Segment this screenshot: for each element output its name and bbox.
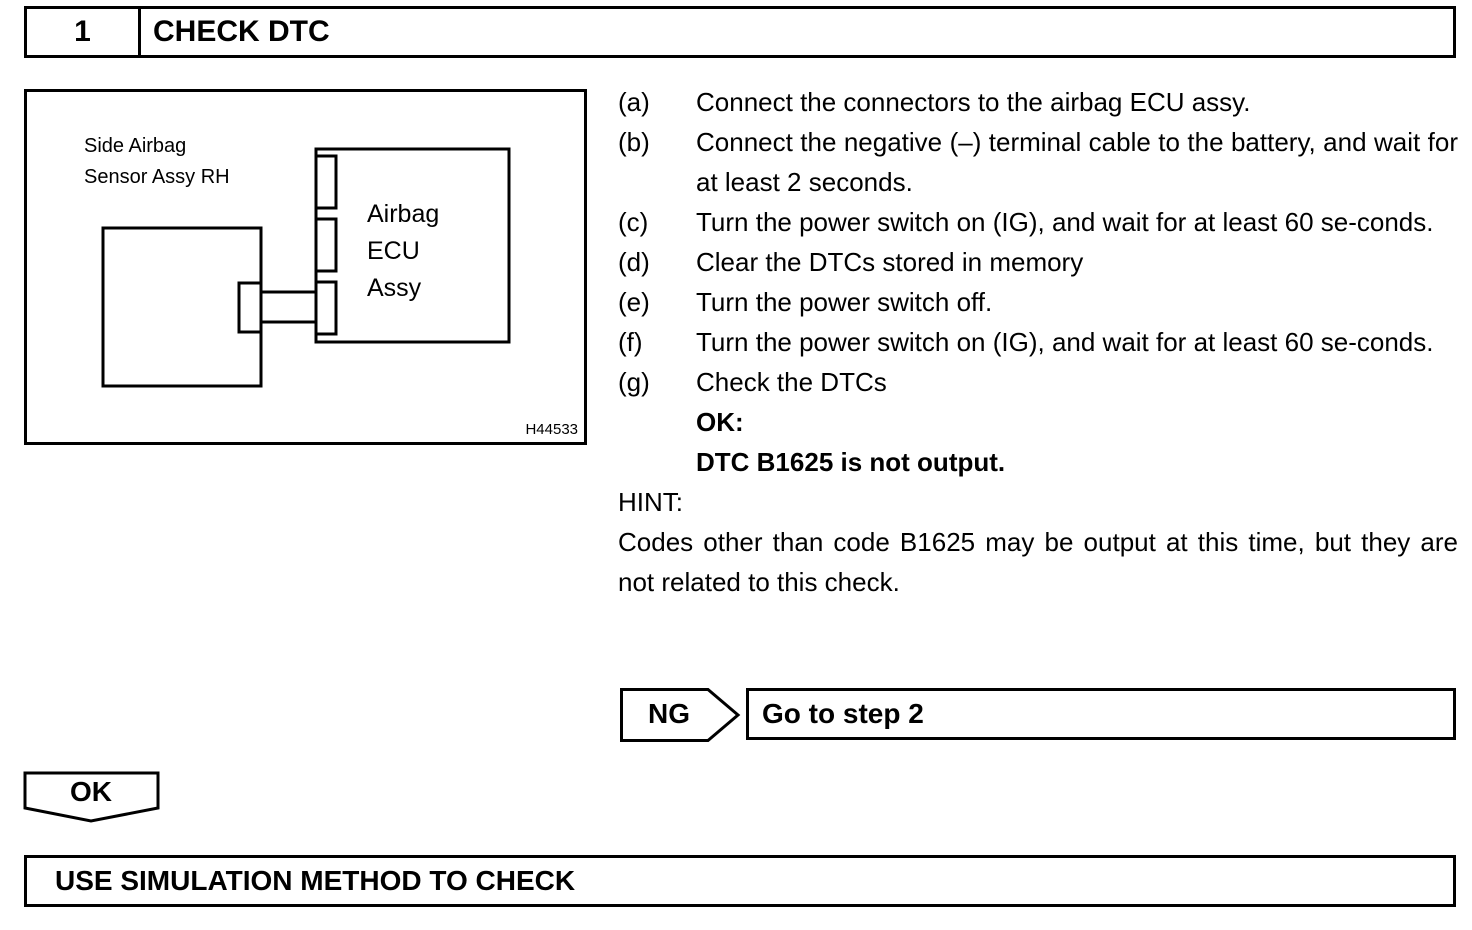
next-step-title: USE SIMULATION METHOD TO CHECK <box>55 865 576 896</box>
sensor-connector <box>237 281 263 334</box>
step-text: Clear the DTCs stored in memory <box>696 247 1084 277</box>
ecu-connector-2 <box>314 217 338 273</box>
hint-text: Codes other than code B1625 may be outpu… <box>618 527 1458 597</box>
step-label: (a) <box>618 87 650 117</box>
step-b: (b) Connect the negative (–) terminal ca… <box>618 122 1458 202</box>
ecu-label-line3: Assy <box>367 274 422 302</box>
step-header: 1 CHECK DTC <box>24 6 1456 58</box>
ng-action-box: Go to step 2 <box>746 688 1456 740</box>
step-label: (d) <box>618 247 650 277</box>
ecu-label-line1: Airbag <box>367 200 440 228</box>
ng-label: NG <box>648 698 690 729</box>
figure-code: H44533 <box>525 421 578 438</box>
step-text: Connect the connectors to the airbag ECU… <box>696 87 1251 117</box>
procedure-steps: (a) Connect the connectors to the airbag… <box>618 82 1458 602</box>
ng-action-text: Go to step 2 <box>762 698 924 729</box>
step-text: Turn the power switch on (IG), and wait … <box>696 327 1434 357</box>
step-label: (e) <box>618 287 650 317</box>
step-text: Turn the power switch off. <box>696 287 993 317</box>
step-label: (b) <box>618 127 650 157</box>
ok-criteria-text: DTC B1625 is not output. <box>696 447 1006 477</box>
hint-title: HINT: <box>618 487 683 517</box>
next-step-bar: USE SIMULATION METHOD TO CHECK <box>24 855 1456 907</box>
ecu-label-line2: ECU <box>367 237 420 265</box>
step-number: 1 <box>27 9 141 55</box>
sensor-label: Side Airbag Sensor Assy RH <box>84 131 230 193</box>
step-text: Connect the negative (–) terminal cable … <box>696 127 1458 197</box>
ng-arrow-shape <box>620 688 741 742</box>
sensor-label-line2: Sensor Assy RH <box>84 166 230 188</box>
step-a: (a) Connect the connectors to the airbag… <box>618 82 1458 122</box>
step-label: (g) <box>618 367 650 397</box>
sensor-label-line1: Side Airbag <box>84 135 187 157</box>
step-label: (c) <box>618 207 649 237</box>
connector-diagram: Side Airbag Sensor Assy RH Airbag ECU As… <box>24 89 587 445</box>
step-f: (f) Turn the power switch on (IG), and w… <box>618 322 1458 362</box>
ecu-label: Airbag ECU Assy <box>367 196 439 307</box>
step-title: CHECK DTC <box>153 15 330 48</box>
step-d: (d) Clear the DTCs stored in memory <box>618 242 1458 282</box>
ok-arrow-shape <box>23 771 160 823</box>
step-label: (f) <box>618 327 643 357</box>
sensor-box <box>101 226 263 388</box>
ecu-connector-3 <box>314 280 338 336</box>
ecu-connector-1 <box>314 154 338 210</box>
step-g: (g) Check the DTCs <box>618 362 1458 402</box>
step-text: Check the DTCs <box>696 367 887 397</box>
step-e: (e) Turn the power switch off. <box>618 282 1458 322</box>
diagram-drawing <box>101 147 511 388</box>
step-c: (c) Turn the power switch on (IG), and w… <box>618 202 1458 242</box>
step-text: Turn the power switch on (IG), and wait … <box>696 207 1434 237</box>
ok-label: OK <box>70 776 112 807</box>
ok-criteria-title: OK: <box>696 407 744 437</box>
